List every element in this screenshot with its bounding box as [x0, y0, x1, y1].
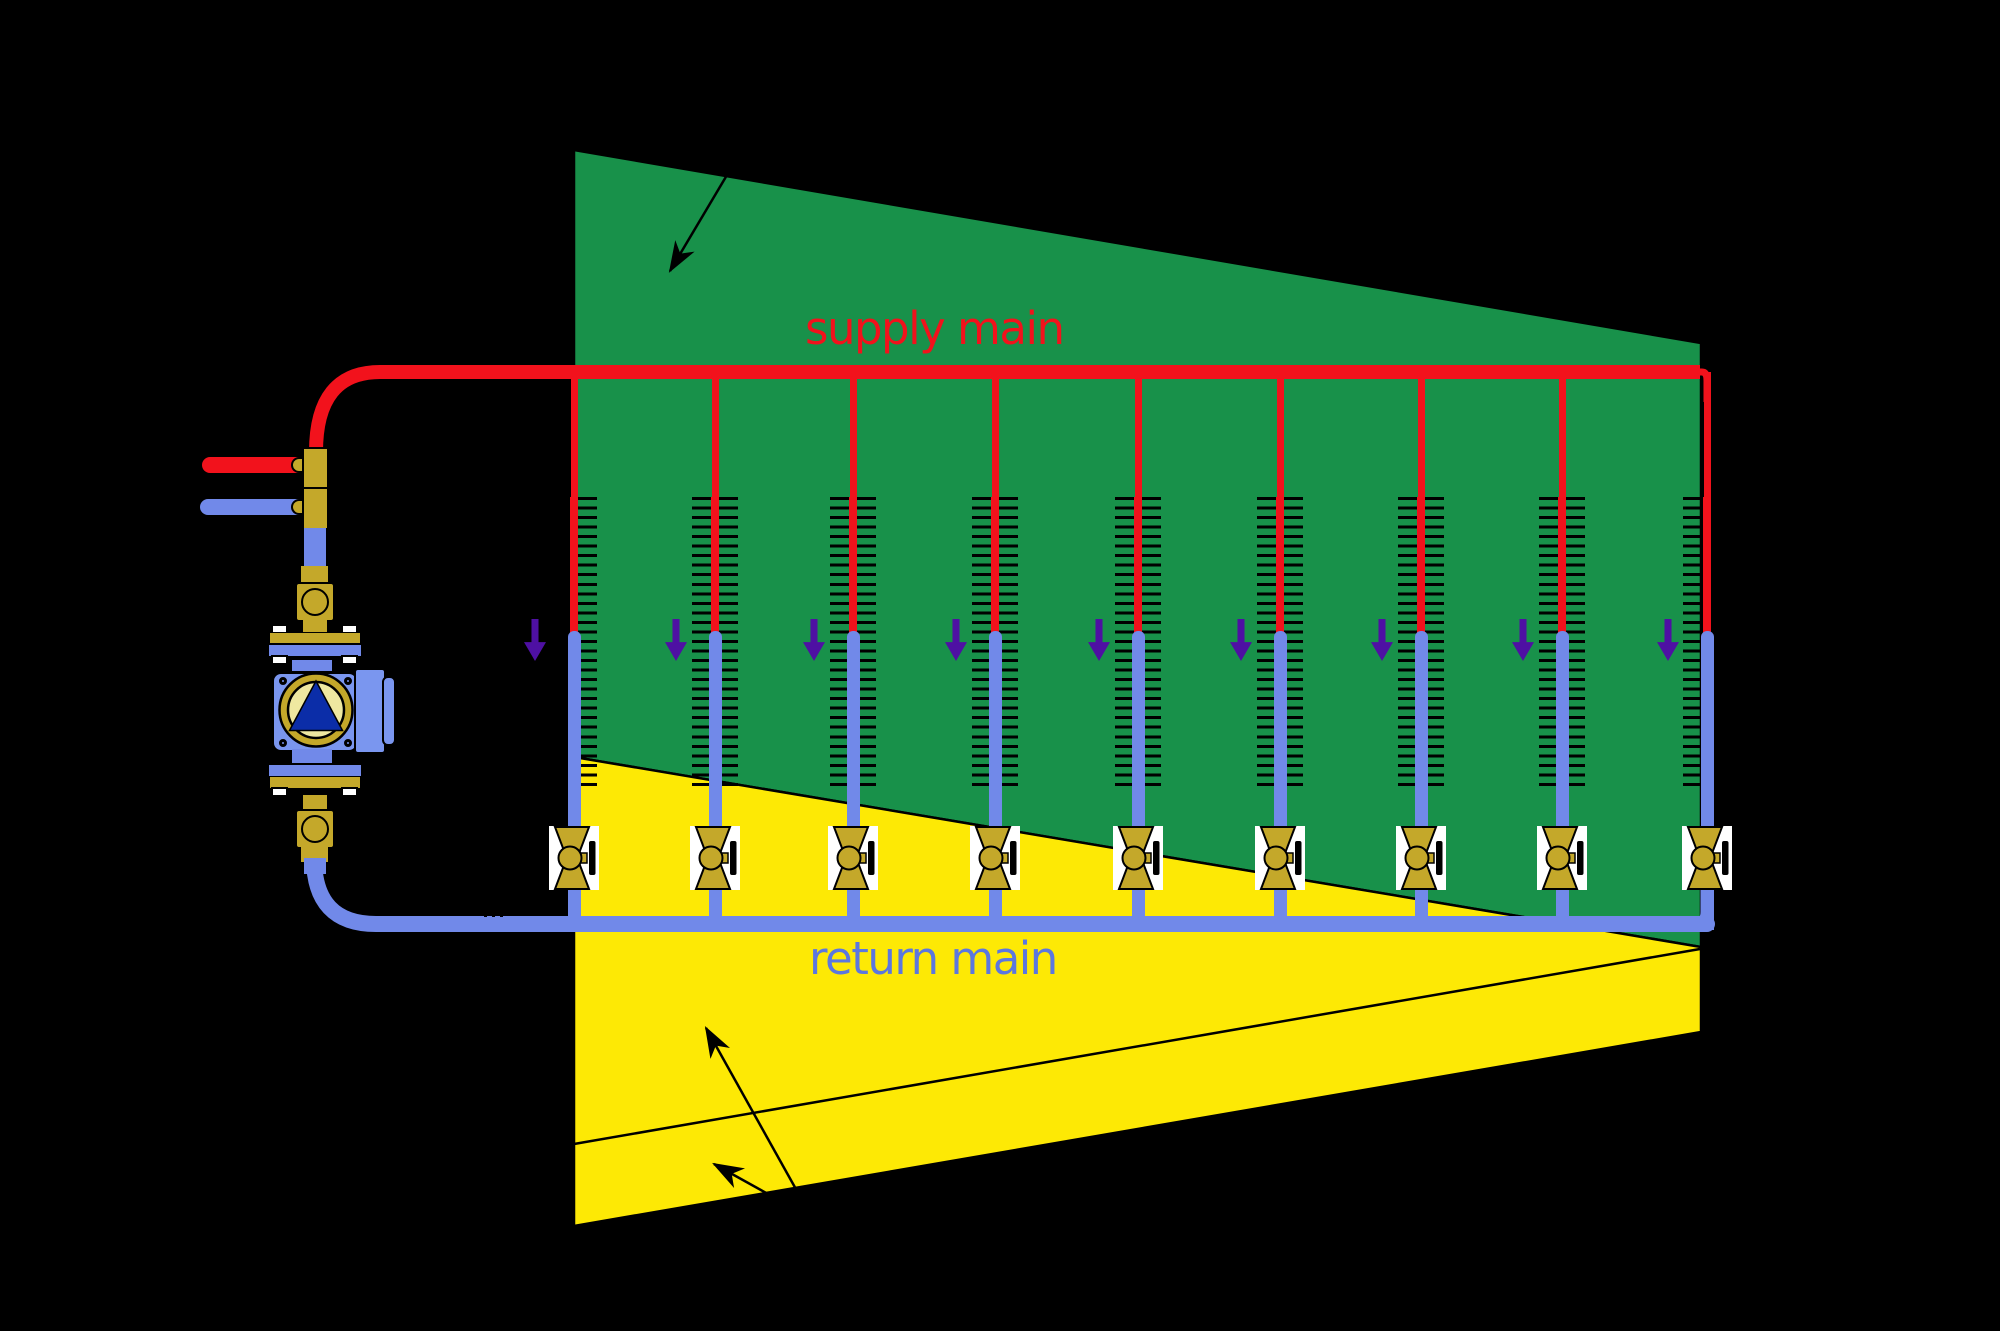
flange-bolts-icon [341, 655, 358, 665]
return-main-label: return main [809, 932, 1058, 985]
radiator-supply-pipe [1703, 497, 1711, 636]
radiator-valve-icon [1113, 826, 1163, 890]
pitch-arrow-icon [712, 1162, 769, 1196]
flange-bolts-icon [341, 787, 358, 797]
pipe-union-tick-icon [484, 908, 487, 917]
radiator-supply-pipe [1276, 497, 1284, 636]
supply-main-label: supply main [805, 302, 1065, 355]
radiator-return-pipe [846, 631, 860, 828]
radiator-valve-icon [828, 826, 878, 890]
radiator-supply-pipe [570, 497, 578, 636]
radiator-supply-pipe [711, 497, 719, 636]
radiator-valve-icon [1255, 826, 1305, 890]
radiator-supply-riser [570, 372, 578, 497]
flange-plate-blue [267, 643, 363, 658]
radiator-valve-icon [970, 826, 1020, 890]
radiator-return-branch [1273, 886, 1287, 930]
radiator-return-branch [988, 886, 1002, 930]
valve-ball-bottom-icon [301, 815, 329, 843]
radiator-valve-icon [549, 826, 599, 890]
riser-pipe [304, 528, 326, 570]
radiator-return-branch [846, 886, 860, 930]
radiator-return-branch [708, 886, 722, 930]
pipe-union-tick-icon [500, 908, 503, 917]
pitch-arrow-icon [668, 174, 729, 273]
pump-screw-icon [279, 739, 287, 747]
pump-screw-icon [344, 677, 352, 685]
pipe-union-tick-icon [492, 908, 495, 917]
pump-screw-icon [279, 677, 287, 685]
boiler-return-stub [200, 499, 304, 515]
valve-neck [303, 795, 327, 811]
flange-plate-gold [269, 776, 361, 789]
radiator-return-branch [1414, 886, 1428, 930]
pump-drop-pipe [304, 858, 326, 874]
radiator-supply-pipe [849, 497, 857, 636]
radiator-return-pipe [1700, 631, 1714, 828]
pump-outlet-pipe [292, 749, 332, 765]
radiator-return-branch [567, 886, 581, 930]
radiator-supply-riser [849, 372, 857, 497]
pipe-union-dash-icon [476, 933, 500, 936]
flange-bolts-icon [271, 787, 288, 797]
flange-bolts-icon [271, 655, 288, 665]
radiator-return-pipe [1414, 631, 1428, 828]
boiler-supply-stub [202, 457, 304, 473]
pump-screw-icon [344, 739, 352, 747]
pitch-arrow-icon [704, 1026, 799, 1192]
radiator-return-pipe [1131, 631, 1145, 828]
manifold-fitting-top [302, 447, 329, 489]
radiator-supply-riser [1417, 372, 1425, 497]
radiator-supply-riser [1134, 372, 1142, 497]
radiator-return-branch [1131, 886, 1145, 930]
manifold-fitting-bottom [302, 487, 329, 530]
pump-motor-cap [382, 676, 396, 746]
return-zone-divider-line [573, 947, 1701, 1146]
radiator-supply-pipe [1558, 497, 1566, 636]
radiator-supply-riser [991, 372, 999, 497]
radiator-return-pipe [708, 631, 722, 828]
radiator-supply-pipe [991, 497, 999, 636]
radiator-supply-riser [1703, 372, 1711, 497]
radiator-return-branch [1700, 886, 1714, 930]
supply-main-pipe [309, 365, 1700, 453]
radiator-valve-icon [1537, 826, 1587, 890]
radiator-supply-riser [711, 372, 719, 497]
pump-impeller-icon [278, 672, 354, 748]
radiator-supply-pipe [1134, 497, 1142, 636]
radiator-valve-icon [1396, 826, 1446, 890]
radiator-return-branch [1555, 886, 1569, 930]
radiator-return-pipe [1273, 631, 1287, 828]
radiator-valve-icon [690, 826, 740, 890]
radiator-valve-icon [1682, 826, 1732, 890]
radiator-return-pipe [567, 631, 581, 828]
radiator-supply-riser [1558, 372, 1566, 497]
radiator-supply-pipe [1417, 497, 1425, 636]
valve-neck [303, 620, 327, 635]
radiator-return-pipe [988, 631, 1002, 828]
radiator-return-pipe [1555, 631, 1569, 828]
valve-neck [301, 566, 328, 584]
valve-ball-top-icon [301, 588, 329, 616]
radiator-supply-riser [1276, 372, 1284, 497]
